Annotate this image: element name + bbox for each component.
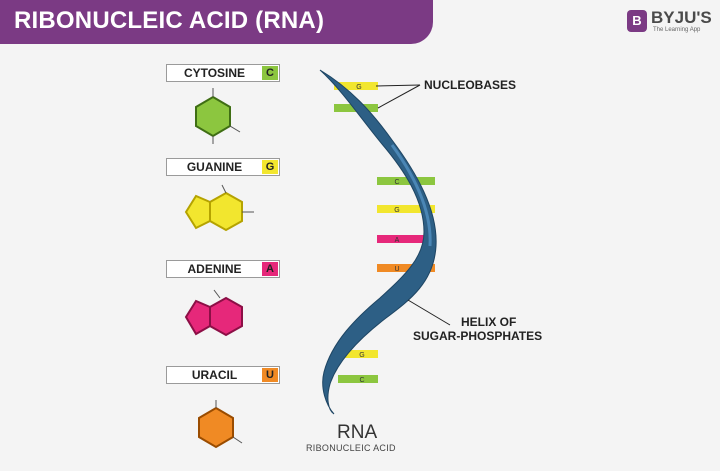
base-letter: C — [262, 66, 278, 80]
base-name: URACIL — [191, 368, 238, 382]
rung-letter: C — [359, 377, 364, 384]
rung: A — [377, 235, 435, 244]
rna-caption-subtitle: RIBONUCLEIC ACID — [306, 443, 396, 453]
page-title: RIBONUCLEIC ACID (RNA) — [14, 7, 325, 34]
guanine-structure — [184, 184, 254, 232]
adenine-structure — [184, 289, 243, 337]
cytosine-structure — [195, 88, 241, 144]
label-adenine: ADENINE A — [166, 260, 280, 278]
helix-label-line1: HELIX OF — [461, 315, 517, 329]
rung: U — [377, 264, 435, 273]
label-uracil: URACIL U — [166, 366, 280, 384]
base-name: GUANINE — [186, 160, 243, 174]
rung-letter: C — [394, 179, 399, 186]
brand-logo: B BYJU'S The Learning App — [627, 8, 717, 38]
label-guanine: GUANINE G — [166, 158, 280, 176]
nucleobases-label: NUCLEOBASES — [424, 78, 517, 92]
base-name: CYTOSINE — [183, 66, 246, 80]
brand-tagline: The Learning App — [653, 27, 701, 33]
title-banner: RIBONUCLEIC ACID (RNA) — [0, 0, 433, 44]
rung-letter: G — [356, 84, 361, 91]
base-letter: A — [262, 262, 278, 276]
rung: G — [338, 350, 378, 359]
rung: C — [338, 375, 378, 384]
base-letter: G — [262, 160, 278, 174]
rung-letter: U — [394, 266, 399, 273]
rung: C — [377, 177, 435, 186]
base-letter: U — [262, 368, 278, 382]
nucleobases-callout-line — [375, 84, 421, 87]
helix-callout-line — [407, 299, 451, 326]
rung-letter: A — [395, 237, 400, 244]
base-name: ADENINE — [187, 262, 242, 276]
rung-letter: G — [394, 207, 399, 214]
label-cytosine: CYTOSINE C — [166, 64, 280, 82]
helix-label-line2: SUGAR-PHOSPHATES — [413, 329, 543, 343]
brand-mark: B — [627, 10, 647, 32]
brand-name: BYJU'S — [651, 8, 712, 27]
nucleobases-callout-line — [377, 84, 421, 109]
rung: G — [334, 82, 378, 91]
helix-strand — [319, 69, 437, 415]
rung-letter: G — [359, 352, 364, 359]
rung: G — [377, 205, 435, 214]
uracil-structure — [198, 400, 243, 449]
rna-caption-title: RNA — [337, 422, 378, 443]
strand-rungs: G C C G A U G C — [334, 82, 435, 384]
helix-highlight — [390, 144, 432, 247]
